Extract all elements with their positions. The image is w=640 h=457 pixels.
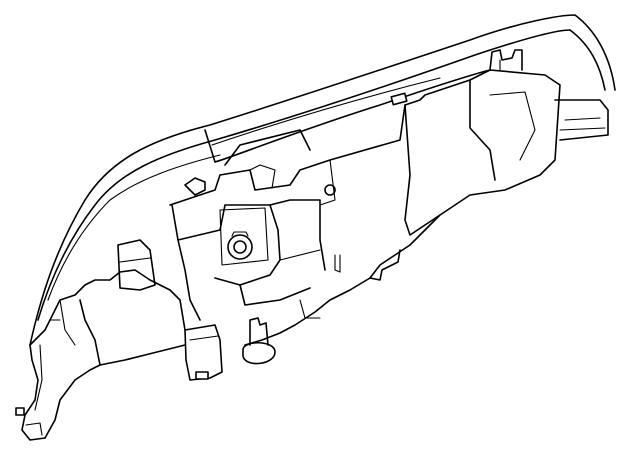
top-clip [489, 49, 523, 71]
inner-bezel [204, 69, 491, 166]
left-lower-section [29, 239, 186, 366]
bulb-housing [171, 204, 281, 321]
lens-outer-edge [29, 14, 616, 346]
middle-structure [239, 184, 341, 306]
bulb-socket-circle [227, 234, 253, 260]
lower-left-tip [15, 344, 101, 441]
upper-tab [390, 92, 408, 106]
right-bracket [554, 99, 609, 141]
bottom-adjuster [242, 317, 276, 365]
housing-body [169, 69, 561, 346]
small-cap [184, 164, 276, 196]
right-lower-wall [299, 249, 401, 319]
lower-connector [184, 324, 223, 381]
